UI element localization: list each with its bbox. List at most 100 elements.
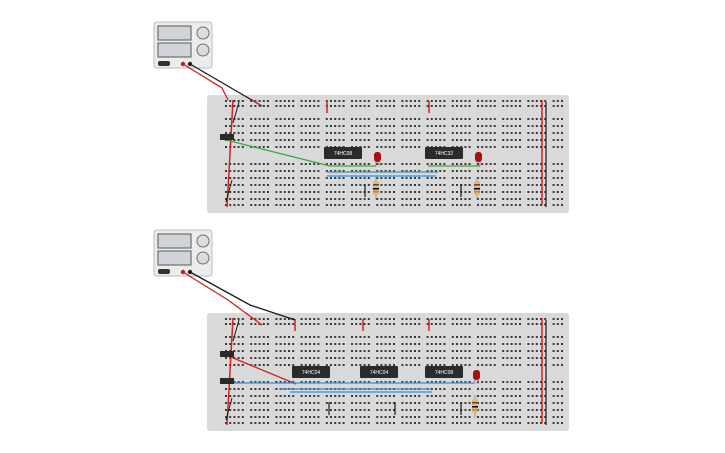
breadboard-hole[interactable]	[481, 422, 484, 424]
psu-knob-2[interactable]	[196, 251, 210, 265]
breadboard-hole[interactable]	[283, 323, 286, 325]
breadboard-hole[interactable]	[540, 395, 542, 397]
breadboard-hole[interactable]	[225, 177, 227, 179]
breadboard-hole[interactable]	[435, 336, 437, 338]
breadboard-hole[interactable]	[510, 105, 513, 107]
breadboard-hole[interactable]	[351, 191, 353, 193]
breadboard-hole[interactable]	[275, 422, 278, 424]
breadboard-hole[interactable]	[430, 105, 433, 107]
breadboard-hole[interactable]	[342, 364, 345, 366]
breadboard-hole[interactable]	[393, 163, 395, 165]
breadboard-hole[interactable]	[250, 170, 253, 172]
breadboard-hole[interactable]	[481, 204, 484, 206]
breadboard-hole[interactable]	[540, 125, 542, 127]
breadboard-hole[interactable]	[477, 132, 479, 134]
breadboard-hole[interactable]	[506, 118, 509, 120]
breadboard-hole[interactable]	[481, 336, 484, 338]
breadboard-hole[interactable]	[388, 132, 391, 134]
breadboard-hole[interactable]	[254, 395, 257, 397]
breadboard-hole[interactable]	[334, 395, 337, 397]
breadboard-hole[interactable]	[456, 416, 458, 418]
breadboard-hole[interactable]	[275, 163, 278, 165]
breadboard-hole[interactable]	[409, 402, 412, 404]
breadboard-hole[interactable]	[401, 409, 404, 411]
breadboard-hole[interactable]	[384, 422, 387, 424]
breadboard-hole[interactable]	[561, 357, 563, 359]
breadboard-hole[interactable]	[426, 170, 429, 172]
breadboard-hole[interactable]	[510, 336, 513, 338]
breadboard-hole[interactable]	[519, 132, 521, 134]
breadboard-hole[interactable]	[388, 100, 391, 102]
breadboard-hole[interactable]	[300, 118, 303, 120]
breadboard-hole[interactable]	[359, 336, 362, 338]
breadboard-hole[interactable]	[241, 381, 244, 383]
breadboard-hole[interactable]	[334, 416, 337, 418]
breadboard-hole[interactable]	[351, 163, 353, 165]
breadboard-hole[interactable]	[401, 395, 404, 397]
breadboard-hole[interactable]	[418, 409, 421, 411]
led[interactable]	[473, 370, 480, 384]
breadboard-hole[interactable]	[414, 132, 416, 134]
breadboard-hole[interactable]	[439, 204, 442, 206]
breadboard-hole[interactable]	[456, 388, 458, 390]
breadboard-hole[interactable]	[401, 343, 404, 345]
breadboard-hole[interactable]	[330, 409, 332, 411]
breadboard-hole[interactable]	[351, 336, 353, 338]
breadboard-hole[interactable]	[355, 343, 358, 345]
breadboard-hole[interactable]	[514, 381, 517, 383]
breadboard-hole[interactable]	[367, 100, 370, 102]
breadboard-hole[interactable]	[292, 163, 295, 165]
breadboard-hole[interactable]	[313, 198, 316, 200]
breadboard-hole[interactable]	[556, 184, 559, 186]
breadboard-hole[interactable]	[258, 204, 261, 206]
breadboard-hole[interactable]	[262, 184, 265, 186]
breadboard-hole[interactable]	[519, 323, 521, 325]
breadboard-hole[interactable]	[506, 323, 509, 325]
breadboard-hole[interactable]	[330, 198, 332, 200]
breadboard-hole[interactable]	[262, 105, 265, 107]
breadboard-hole[interactable]	[317, 323, 320, 325]
breadboard-hole[interactable]	[489, 402, 492, 404]
breadboard-hole[interactable]	[262, 395, 265, 397]
breadboard-hole[interactable]	[380, 191, 383, 193]
breadboard-hole[interactable]	[544, 184, 547, 186]
breadboard-hole[interactable]	[241, 105, 244, 107]
breadboard-hole[interactable]	[229, 409, 232, 411]
breadboard-hole[interactable]	[233, 132, 236, 134]
breadboard-hole[interactable]	[313, 323, 316, 325]
breadboard-hole[interactable]	[334, 118, 337, 120]
breadboard-hole[interactable]	[561, 381, 563, 383]
breadboard-hole[interactable]	[309, 402, 311, 404]
breadboard-hole[interactable]	[359, 318, 362, 320]
breadboard-hole[interactable]	[359, 350, 362, 352]
breadboard-hole[interactable]	[430, 402, 433, 404]
dip-switch[interactable]	[220, 134, 234, 140]
breadboard-hole[interactable]	[409, 198, 412, 200]
breadboard-hole[interactable]	[267, 146, 269, 148]
breadboard-hole[interactable]	[401, 170, 404, 172]
breadboard-hole[interactable]	[493, 350, 496, 352]
breadboard-hole[interactable]	[338, 422, 341, 424]
breadboard-hole[interactable]	[439, 388, 442, 390]
breadboard-hole[interactable]	[342, 100, 345, 102]
breadboard-hole[interactable]	[439, 100, 442, 102]
breadboard-hole[interactable]	[241, 163, 244, 165]
breadboard-hole[interactable]	[556, 388, 559, 390]
breadboard-hole[interactable]	[435, 357, 437, 359]
breadboard-hole[interactable]	[418, 163, 421, 165]
breadboard-hole[interactable]	[477, 105, 479, 107]
breadboard-hole[interactable]	[233, 343, 236, 345]
breadboard-hole[interactable]	[489, 357, 492, 359]
breadboard-hole[interactable]	[556, 177, 559, 179]
breadboard-hole[interactable]	[426, 191, 429, 193]
breadboard-hole[interactable]	[237, 177, 240, 179]
breadboard-hole[interactable]	[313, 125, 316, 127]
breadboard-hole[interactable]	[351, 323, 353, 325]
breadboard-hole[interactable]	[435, 125, 437, 127]
breadboard-hole[interactable]	[279, 139, 282, 141]
breadboard-hole[interactable]	[384, 395, 387, 397]
breadboard-hole[interactable]	[435, 402, 437, 404]
breadboard-hole[interactable]	[359, 323, 362, 325]
breadboard-hole[interactable]	[267, 343, 269, 345]
breadboard-hole[interactable]	[439, 395, 442, 397]
